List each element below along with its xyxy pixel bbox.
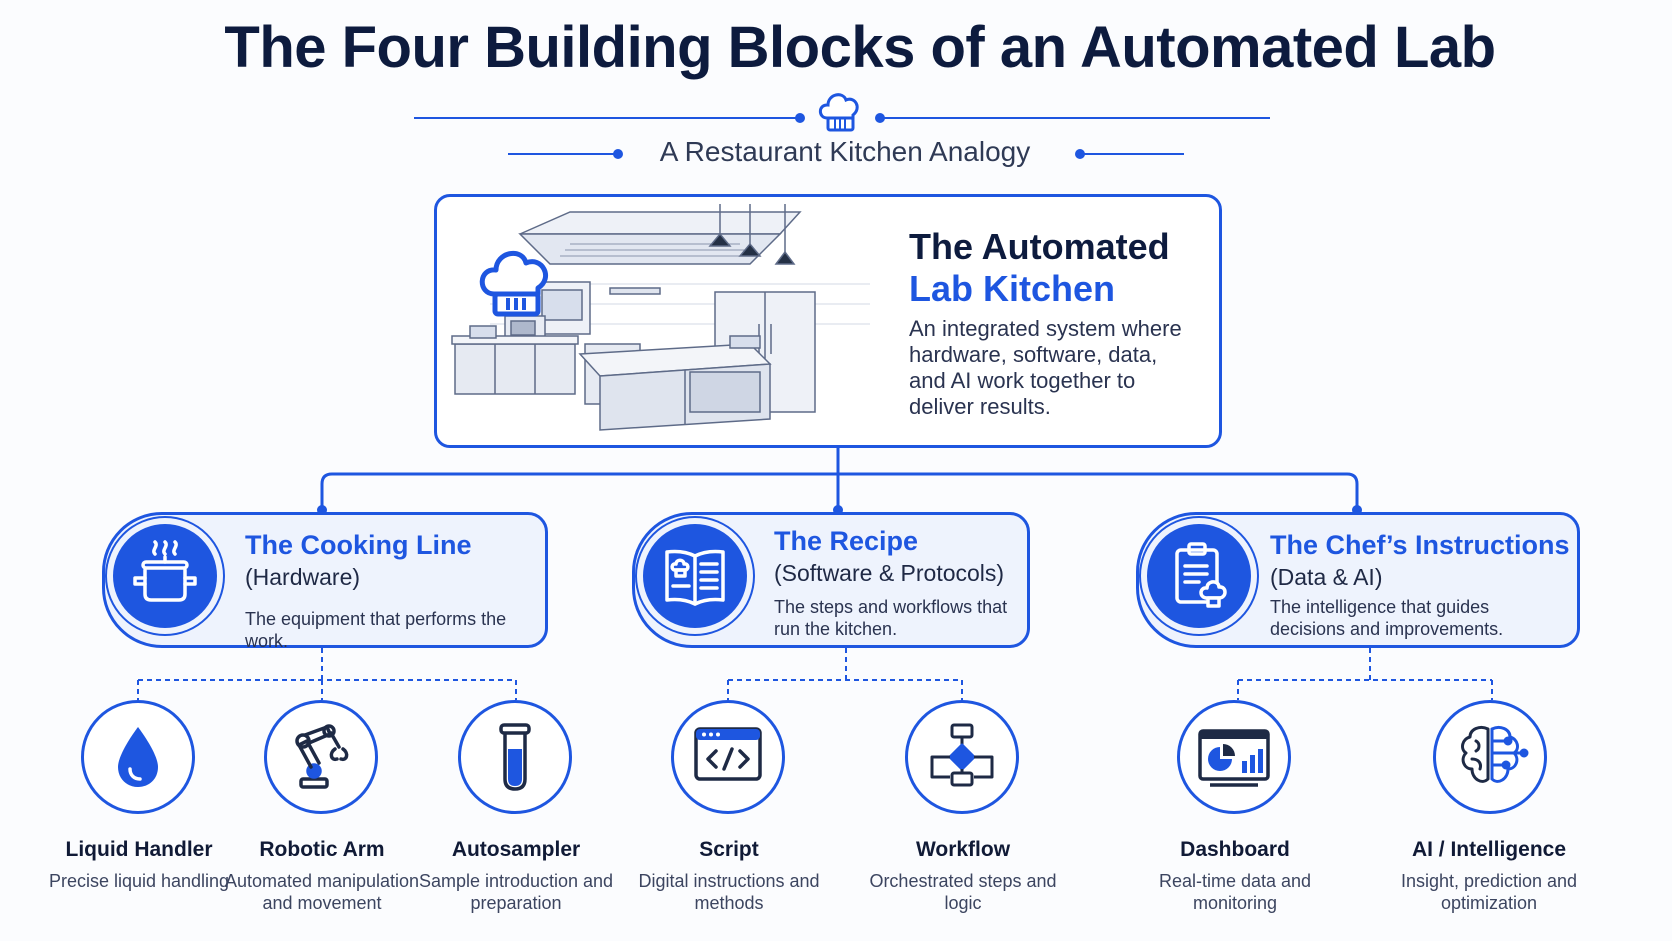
test-tube-icon <box>499 723 531 791</box>
category-description: The intelligence that guides decisions a… <box>1270 597 1504 639</box>
chef-hat-icon <box>818 93 859 132</box>
leaf-title: Dashboard <box>1180 838 1290 861</box>
brain-circuit-icon <box>1461 725 1529 783</box>
category-icon-circle <box>643 524 747 628</box>
leaf-title: Robotic Arm <box>259 838 385 861</box>
leaf-description: Precise liquid handling <box>48 871 230 891</box>
category-title: The Cooking Line <box>245 530 472 560</box>
main-title-line1: The Automated <box>909 226 1170 267</box>
leaf-icon-circle <box>1177 700 1291 814</box>
leaf-icon-circle <box>81 700 195 814</box>
leaf-description: Orchestrated steps and logic <box>869 871 1057 913</box>
leaf-title: Liquid Handler <box>65 838 213 861</box>
leaf-icon-circle <box>671 700 785 814</box>
category-subtitle: (Software & Protocols) <box>774 560 1005 586</box>
leaf-icon-circle <box>905 700 1019 814</box>
flowchart-icon <box>930 723 994 787</box>
leaf-title: Script <box>699 838 759 861</box>
leaf-title: Workflow <box>915 838 1011 861</box>
robotic-arm-icon <box>295 724 349 789</box>
category-title: The Chef’s Instructions <box>1270 530 1570 560</box>
category-icon-circle <box>1147 524 1251 628</box>
leaf-description: Insight, prediction and optimization <box>1400 871 1578 913</box>
subtitle: A Restaurant Kitchen Analogy <box>659 136 1031 167</box>
leaf-title: AI / Intelligence <box>1411 838 1567 861</box>
leaf-description: Real-time data and monitoring <box>1158 871 1312 913</box>
main-title-line2: Lab Kitchen <box>909 268 1116 309</box>
leaf-icon-circle <box>1433 700 1547 814</box>
category-description: The steps and workflows that run the kit… <box>774 597 1008 639</box>
category-description: The equipment that performs the work. <box>245 609 507 651</box>
droplet-icon <box>118 727 158 787</box>
leaf-description: Digital instructions and methods <box>638 871 820 913</box>
main-card-description: An integrated system where hardware, sof… <box>909 316 1182 419</box>
cooking-pot-icon <box>133 540 197 602</box>
recipe-book-icon <box>665 549 725 606</box>
dashboard-icon <box>1198 729 1270 787</box>
leaf-icon-circle <box>264 700 378 814</box>
category-icon-circle <box>113 524 217 628</box>
kitchen-illustration <box>451 204 870 431</box>
category-subtitle: (Data & AI) <box>1270 564 1383 590</box>
leaf-title: Autosampler <box>451 838 581 861</box>
category-subtitle: (Hardware) <box>245 564 361 590</box>
chef-hat-icon <box>479 250 548 317</box>
clipboard-chef-icon <box>1175 542 1227 608</box>
category-title: The Recipe <box>774 526 919 556</box>
leaf-icon-circle <box>458 700 572 814</box>
page-title: The Four Building Blocks of an Automated… <box>224 15 1496 80</box>
leaf-description: Sample introduction and preparation <box>418 871 614 913</box>
code-window-icon <box>694 727 762 781</box>
main-card-title: The Automated Lab Kitchen <box>909 226 1170 310</box>
leaf-description: Automated manipulation and movement <box>224 871 420 913</box>
